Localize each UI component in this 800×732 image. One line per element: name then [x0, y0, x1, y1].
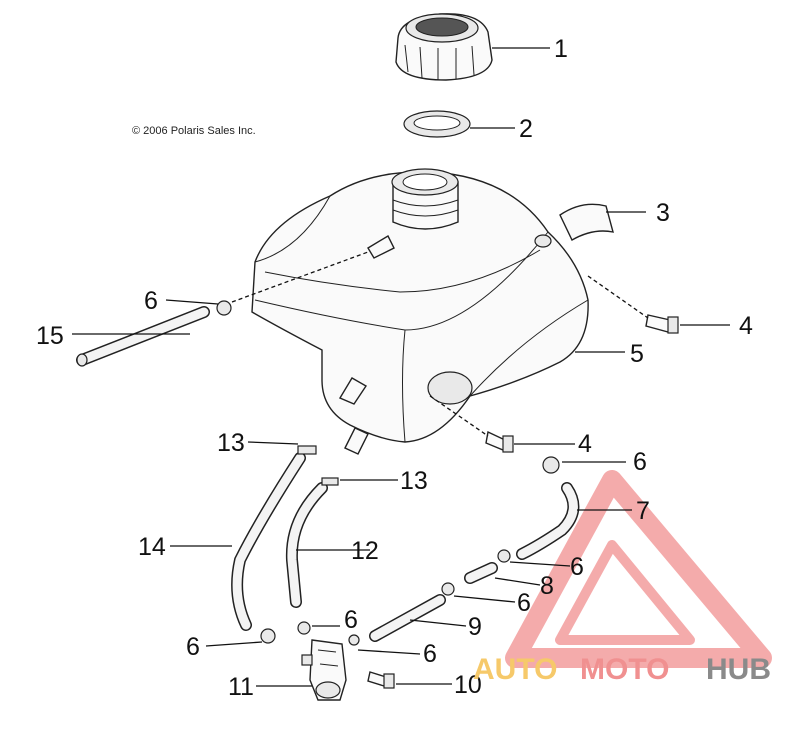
- callout-7: 7: [636, 497, 650, 525]
- leader-lines: [72, 47, 730, 687]
- callout-12: 12: [351, 537, 379, 565]
- fuel-hose-7-part: [516, 482, 580, 560]
- callout-11: 11: [228, 673, 254, 701]
- callout-6-c: 6: [570, 553, 584, 581]
- callout-8: 8: [540, 572, 554, 600]
- watermark-triangle: [505, 470, 772, 668]
- fuel-tank-part: [251, 168, 589, 455]
- callout-3: 3: [656, 199, 670, 227]
- callout-15: 15: [36, 322, 64, 350]
- callout-6-g: 6: [423, 640, 437, 668]
- callout-4-upper: 4: [739, 312, 753, 340]
- callout-6-f: 6: [186, 633, 200, 661]
- callout-1: 1: [554, 35, 568, 63]
- copyright-text: © 2006 Polaris Sales Inc.: [132, 125, 256, 137]
- callout-5: 5: [630, 340, 644, 368]
- fuel-valve-part: [301, 639, 347, 701]
- bolt-lower-part: [485, 430, 514, 453]
- callout-6-b: 6: [633, 448, 647, 476]
- callout-6-e: 6: [344, 606, 358, 634]
- watermark-logo: AUTO MOTO HUB: [473, 653, 771, 686]
- fuel-hose-9-part: [369, 594, 446, 642]
- callout-13-a: 13: [217, 429, 245, 457]
- fuel-hose-8-part: [464, 562, 498, 584]
- bolt-upper-part: [645, 314, 679, 334]
- callout-10: 10: [454, 671, 482, 699]
- gasket-part: [403, 110, 471, 138]
- callout-6-d: 6: [517, 589, 531, 617]
- vent-hose-part: [76, 306, 210, 367]
- watermark-auto: AUTO: [473, 653, 557, 686]
- callout-6-a: 6: [144, 287, 158, 315]
- callout-13-b: 13: [400, 467, 428, 495]
- valve-screw-part: [367, 671, 395, 689]
- fuel-hose-14-part: [231, 452, 306, 631]
- callout-2: 2: [519, 115, 533, 143]
- hose-clamps: [216, 300, 560, 646]
- callout-4-lower: 4: [578, 430, 592, 458]
- callout-14: 14: [138, 533, 166, 561]
- fuel-hose-12-part: [285, 482, 328, 608]
- watermark-moto: MOTO: [580, 653, 669, 686]
- bumper-pad-part: [559, 203, 614, 241]
- fuel-cap-part: [395, 13, 493, 81]
- callout-9: 9: [468, 613, 482, 641]
- watermark-hub: HUB: [706, 653, 771, 686]
- callout-labels: 1 2 3 4 5 6 15 13 4 6 13 7 14 12 6 8 6 9…: [36, 35, 753, 701]
